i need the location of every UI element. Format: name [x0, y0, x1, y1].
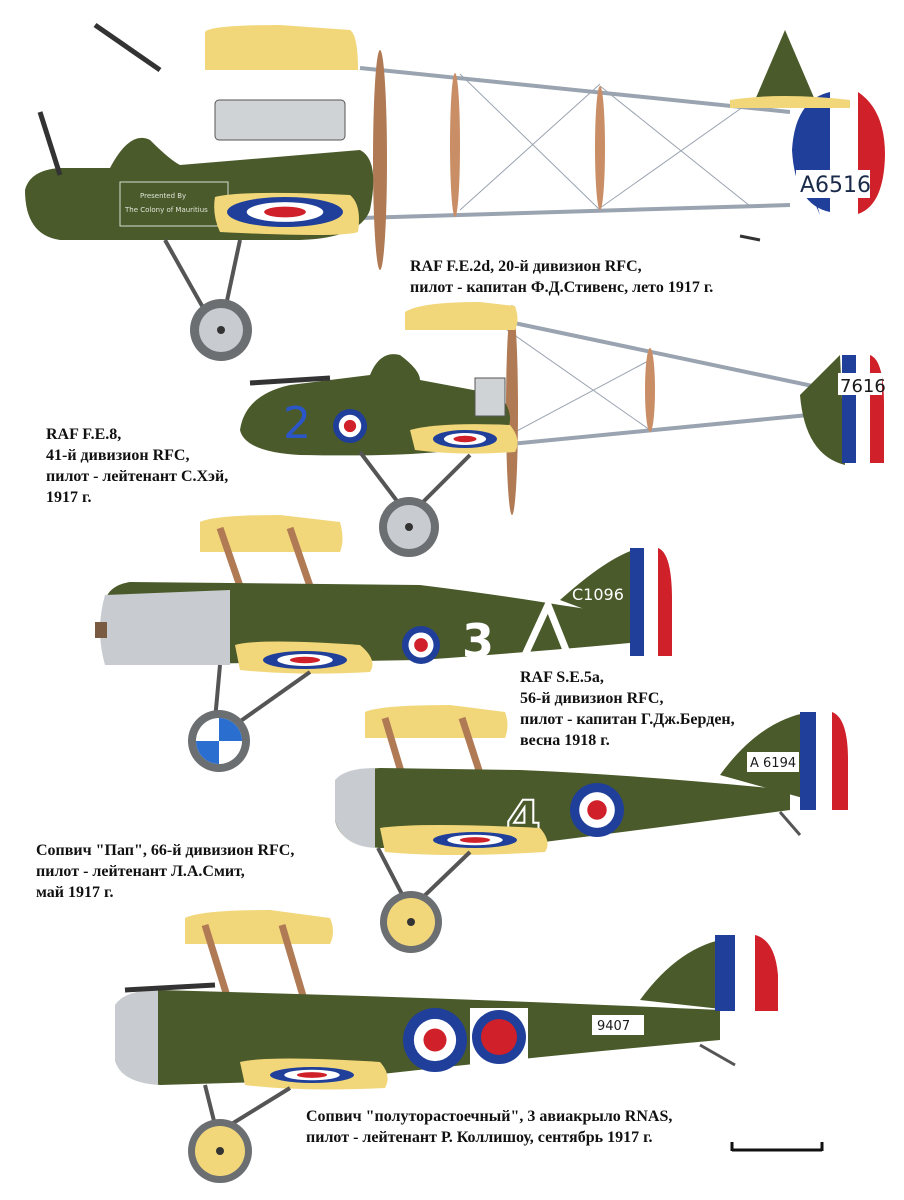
aircraft-se5a: C1096 3: [95, 515, 672, 772]
serial-7616: 7616: [840, 376, 886, 397]
rudder-a6516: A6516: [792, 92, 885, 215]
caption-line: RAF S.E.5a,: [520, 669, 604, 686]
presentation-text-line-2: The Colony of Mauritius: [124, 206, 208, 214]
caption-sopwith-strutter: Сопвич "полуторастоечный", 3 авиакрыло R…: [306, 1106, 672, 1148]
caption-se5a: RAF S.E.5a, 56-й дивизион RFC, пилот - к…: [520, 667, 735, 751]
presentation-text-line-1: Presented By: [140, 192, 186, 200]
aircraft-fe2d: A6516 Presented By The Colony of Mauriti…: [25, 22, 885, 361]
caption-line: Сопвич "полуторастоечный", 3 авиакрыло R…: [306, 1108, 673, 1125]
caption-line: весна 1918 г.: [520, 732, 610, 749]
caption-line: 56-й дивизион RFC,: [520, 690, 664, 707]
caption-line: пилот - капитан Ф.Д.Стивенс, лето 1917 г…: [410, 279, 714, 296]
caption-line: RAF F.E.2d, 20-й дивизион RFC,: [410, 258, 642, 275]
serial-a6194: A 6194: [750, 756, 796, 771]
caption-fe2d: RAF F.E.2d, 20-й дивизион RFC, пилот - к…: [410, 256, 713, 298]
caption-line: пилот - лейтенант С.Хэй,: [46, 468, 229, 485]
serial-a6516: A6516: [800, 173, 871, 198]
caption-line: RAF F.E.8,: [46, 426, 122, 443]
caption-line: 1917 г.: [46, 489, 92, 506]
caption-line: Сопвич "Пап", 66-й дивизион RFC,: [36, 842, 295, 859]
rudder-a6194: [800, 712, 848, 810]
aircraft-fe8: 7616 2: [240, 302, 886, 557]
serial-c1096: C1096: [572, 585, 624, 604]
fuselage-number-3: 3: [462, 614, 494, 668]
fuselage-number-2: 2: [283, 398, 311, 449]
rudder-9407: [715, 935, 778, 1011]
aircraft-sopwith-strutter: 9407: [115, 910, 778, 1183]
scale-bar: [730, 1142, 824, 1152]
caption-line: пилот - капитан Г.Дж.Берден,: [520, 711, 735, 728]
caption-line: май 1917 г.: [36, 884, 114, 901]
rudder-7616: 7616: [838, 355, 886, 463]
caption-line: пилот - лейтенант Р. Коллишоу, сентябрь …: [306, 1129, 653, 1146]
caption-fe8: RAF F.E.8, 41-й дивизион RFC, пилот - ле…: [46, 424, 228, 508]
caption-sopwith-pup: Сопвич "Пап", 66-й дивизион RFC, пилот -…: [36, 840, 294, 903]
rudder-c1096: [630, 548, 672, 656]
serial-9407: 9407: [597, 1019, 630, 1034]
caption-line: 41-й дивизион RFC,: [46, 447, 190, 464]
caption-line: пилот - лейтенант Л.А.Смит,: [36, 863, 245, 880]
aircraft-sopwith-pup: A 6194 4: [335, 705, 848, 953]
